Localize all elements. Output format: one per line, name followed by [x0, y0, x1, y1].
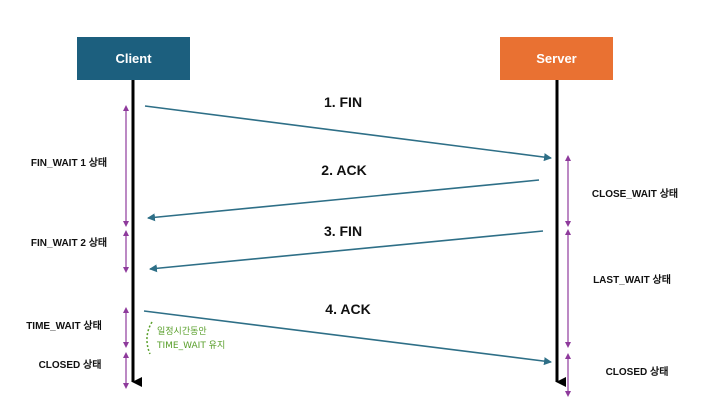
client-state-closed: CLOSED 상태: [39, 358, 102, 371]
time-wait-note-line-1: 일정시간동안: [157, 326, 207, 337]
server-state-last-wait: LAST_WAIT 상태: [593, 273, 671, 286]
message-label-3: 3. FIN: [324, 223, 362, 239]
message-label-4: 4. ACK: [325, 301, 370, 317]
server-state-closed: CLOSED 상태: [606, 365, 669, 378]
client-state-fin-wait-1: FIN_WAIT 1 상태: [31, 156, 107, 169]
arrow-fin-3: [149, 230, 544, 273]
time-wait-dotted-brace: [146, 321, 153, 355]
client-state-fin-wait-2: FIN_WAIT 2 상태: [31, 236, 107, 249]
arrow-ack-2: [147, 179, 540, 222]
client-node: Client: [77, 37, 190, 80]
server-node: Server: [500, 37, 613, 80]
message-label-1: 1. FIN: [324, 94, 362, 110]
time-wait-note-line-2: TIME_WAIT 유지: [156, 340, 225, 351]
client-state-time-wait: TIME_WAIT 상태: [26, 319, 102, 332]
message-label-2: 2. ACK: [321, 162, 366, 178]
arrow-ack-4: [143, 310, 552, 366]
arrow-fin-1: [144, 105, 552, 162]
server-state-close-wait: CLOSE_WAIT 상태: [592, 187, 678, 200]
